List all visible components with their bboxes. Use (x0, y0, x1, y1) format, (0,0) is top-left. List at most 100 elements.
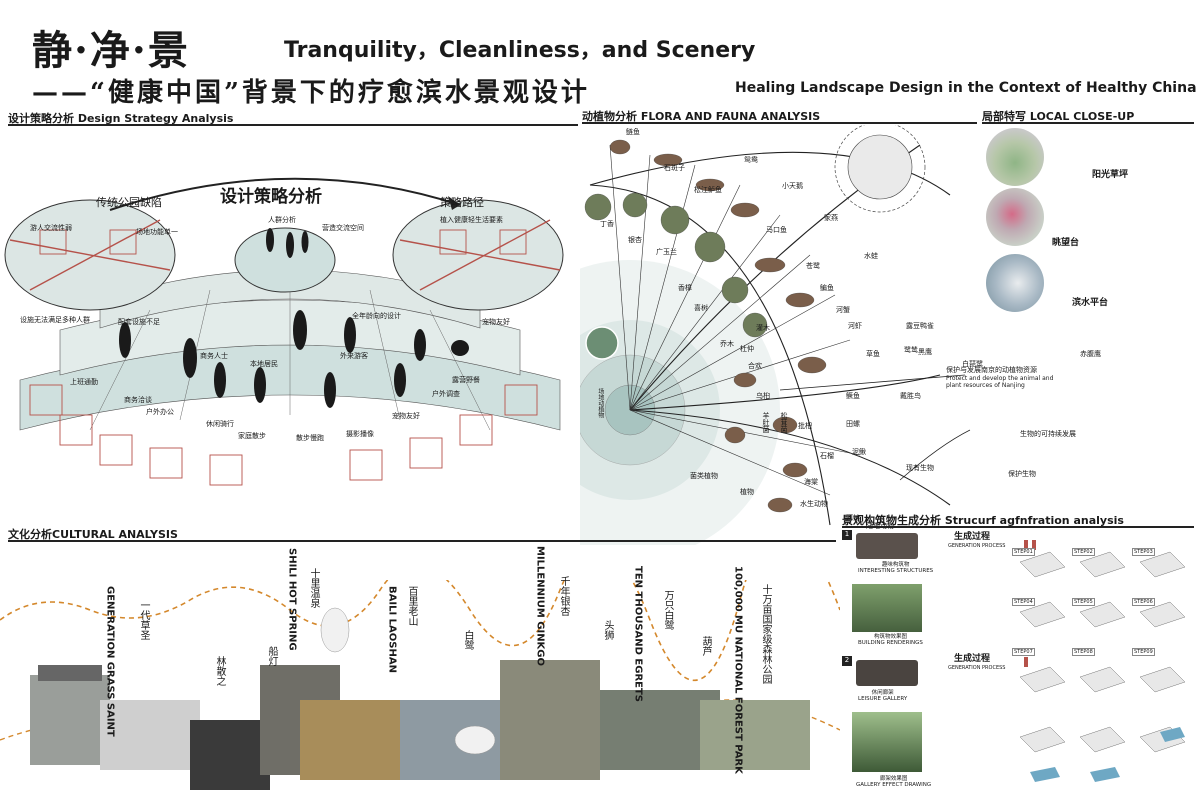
ring-label-9: 散步慢跑 (296, 434, 324, 442)
flora-ring-12: 现有生物 (906, 464, 934, 472)
species-12: 河虾 (848, 322, 862, 330)
closeup-platform-image (986, 254, 1044, 312)
design-strategy-diagram (4, 177, 564, 486)
cultural-point-8-cn: 头狮 (602, 620, 613, 640)
cultural-point-3-cn: 十里温泉 (308, 568, 319, 608)
flora-fauna-diagram (580, 125, 971, 545)
species-10: 鳊鱼 (820, 284, 834, 292)
protect-cn: 保护与发展南京的动植物资源 (946, 366, 1037, 374)
species-28: 石榴 (820, 452, 834, 460)
local-closeup-heading: 局部特写 LOCAL CLOSE-UP (982, 110, 1135, 123)
closeup-lookout-image (986, 188, 1044, 246)
species-5: 小天鹅 (782, 182, 803, 190)
right-item-1: 植入健康轻生活要素 (440, 216, 503, 224)
flora-ring-13: 生物的可持续发展 (1020, 430, 1076, 438)
species-22: 喜树 (694, 304, 708, 312)
cultural-point-7-en: MILLENNIUM GINKGO (534, 546, 546, 667)
species-31: 河蚌 (846, 514, 860, 522)
structure-heading: 景观构筑物生成分析 Strucurf agfnfration analysis (842, 514, 1124, 527)
closeup-lawn-name: 阳光草坪 (1092, 170, 1129, 180)
ring-label-13: 露营野餐 (452, 376, 480, 384)
structure-gen-cn-2: 生成过程 (954, 654, 991, 664)
ring-label-11: 宠物友好 (392, 412, 420, 420)
ring-label-7: 休闲骑行 (206, 420, 234, 428)
cultural-point-1-cn: 一代草圣 (138, 600, 149, 640)
cultural-point-3-en: SHILI HOT SPRING (286, 548, 298, 651)
structure-1-model (856, 533, 918, 559)
flora-ring-2: 灌木 (756, 324, 770, 332)
flora-ring-8: 植物 (740, 488, 754, 496)
species-29: 海棠 (804, 478, 818, 486)
species-4: 鸳鸯 (744, 156, 758, 164)
species-25: 戴胜鸟 (900, 392, 921, 400)
step-06: STEP06 (1132, 598, 1155, 606)
subtitle-en: Healing Landscape Design in the Context … (735, 80, 1197, 96)
species-30: 泥鳅 (852, 448, 866, 456)
left-item-4: 配套设施不足 (118, 318, 160, 326)
species-19: 银杏 (628, 236, 642, 244)
ring-label-5: 商务洽谈 (124, 396, 152, 404)
left-ellipse-title: 传统公园缺陷 (96, 196, 162, 209)
right-item-2: 宠物友好 (482, 318, 510, 326)
species-23: 鳜鱼 (846, 392, 860, 400)
left-item-3: 设施无法满足多种人群 (20, 316, 90, 324)
structure-1-render-label: 构筑物效果图 BUILDING RENDERINGS (858, 634, 923, 647)
flora-ring-3: 杜仲 (740, 345, 754, 353)
step-09: STEP09 (1132, 648, 1155, 656)
species-18: 丁香 (600, 220, 614, 228)
species-11: 河蟹 (836, 306, 850, 314)
flora-fauna-heading: 动植物分析 FLORA AND FAUNA ANALYSIS (582, 110, 821, 123)
species-26: 黑鹰 (918, 348, 932, 356)
cultural-point-5-cn: 百里老山 (406, 586, 417, 626)
step-07: STEP07 (1012, 648, 1035, 656)
center-item-3: 全年龄向的设计 (352, 312, 401, 320)
strategy-center-title: 设计策略分析 (220, 187, 322, 207)
protect-en: Protect and develop the animal and plant… (946, 375, 1054, 389)
species-3: 松江鲈鱼 (694, 186, 722, 194)
step-05: STEP05 (1072, 598, 1095, 606)
structure-gen-en-2: GENERATION PROCESS (948, 665, 1006, 671)
species-7: 马口鱼 (766, 226, 787, 234)
ring-label-4: 上班通勤 (70, 378, 98, 386)
structure-num-2: 2 (842, 656, 852, 666)
flora-ring-4: 合欢 (748, 362, 762, 370)
structure-2-model (856, 660, 918, 686)
structure-steps-diagram (1019, 540, 1186, 782)
cultural-heading: 文化分析CULTURAL ANALYSIS (8, 528, 178, 541)
species-21: 香樟 (678, 284, 692, 292)
structure-num-1: 1 (842, 530, 852, 540)
cultural-point-7-cn: 千年银杏 (558, 576, 569, 616)
main-title-en: Tranquility，Cleanliness，and Scenery (284, 38, 756, 63)
species-27: 批杷 (798, 422, 812, 430)
species-20: 广玉兰 (656, 248, 677, 256)
structure-1-render (852, 584, 922, 632)
design-strategy-rule (8, 124, 578, 126)
species-2: 石斑子 (664, 164, 685, 172)
flora-ring-7: 松茸菌 (780, 412, 789, 433)
cultural-rule (8, 540, 836, 542)
flora-ring-14: 保护生物 (1008, 470, 1036, 478)
closeup-lookout-name: 眺望台 (1052, 238, 1080, 248)
ring-label-6: 户外办公 (146, 408, 174, 416)
cultural-point-9-cn: 万只白鹭 (662, 590, 673, 630)
cultural-point-6-cn: 白鹭 (462, 630, 473, 650)
left-item-2: 场地功能单一 (136, 228, 178, 236)
subtitle-cn: ——“健康中国”背景下的疗愈滨水景观设计 (32, 78, 590, 108)
flora-ring-1: 乔木 (720, 340, 734, 348)
flora-ring-6: 羊肚菌 (762, 412, 771, 433)
design-strategy-heading: 设计策略分析 Design Strategy Analysis (8, 112, 234, 125)
structure-2-render (852, 712, 922, 772)
structure-2-label: 休闲廊架 LEISURE GALLERY (858, 690, 908, 703)
structure-rule (842, 526, 1194, 528)
flora-fauna-rule (582, 122, 977, 124)
step-03: STEP03 (1132, 548, 1155, 556)
right-ellipse-title: 策略路径 (440, 196, 484, 209)
species-13: 草鱼 (866, 350, 880, 358)
cultural-point-4-cn: 船灯 (266, 646, 277, 666)
flora-ring-10: 水生动物 (800, 500, 828, 508)
left-item-1: 游人交流性弱 (30, 224, 72, 232)
step-04: STEP04 (1012, 598, 1035, 606)
center-item-2: 营造交流空间 (322, 224, 364, 232)
species-24: 田螺 (846, 420, 860, 428)
